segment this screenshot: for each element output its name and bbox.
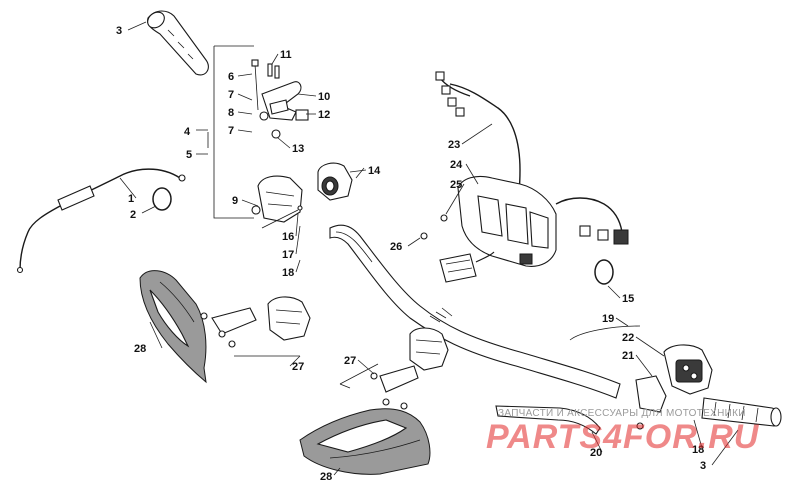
callout-26: 26 [390, 241, 402, 253]
knurl-marks [429, 307, 453, 323]
callout-19: 19 [602, 313, 614, 325]
callout-10: 10 [318, 91, 330, 103]
callout-labels: 3 1 2 4 5 6 7 8 7 11 10 12 13 14 9 16 17… [116, 25, 706, 483]
callout-27-left: 27 [292, 361, 304, 373]
callout-13: 13 [292, 143, 304, 155]
callout-15: 15 [622, 293, 634, 305]
throttle-cable [16, 168, 186, 274]
callout-1: 1 [128, 193, 134, 205]
callout-4: 4 [184, 126, 191, 138]
callout-17: 17 [282, 249, 294, 261]
callout-3-top: 3 [116, 25, 122, 37]
watermark: ЗАПЧАСТИ И АКСЕССУАРЫ ДЛЯ МОТОТЕХНИКИ PA… [486, 408, 760, 456]
brake-lever [495, 405, 644, 435]
throttle-housing [251, 175, 303, 229]
callout-6: 6 [228, 71, 234, 83]
switch-component-14 [317, 162, 353, 201]
snap-ring-15 [594, 259, 614, 285]
callout-7b: 7 [228, 125, 234, 137]
callout-11: 11 [280, 49, 292, 61]
callout-9: 9 [232, 195, 238, 207]
throttle-lever [251, 59, 309, 139]
callout-23: 23 [448, 139, 460, 151]
callout-14: 14 [368, 165, 381, 177]
callout-3-bottom: 3 [700, 460, 706, 472]
right-grip [701, 397, 782, 427]
left-grip [146, 10, 209, 76]
watermark-tagline: ЗАПЧАСТИ И АКСЕССУАРЫ ДЛЯ МОТОТЕХНИКИ [498, 408, 746, 419]
handlebar [329, 224, 621, 399]
callout-18-bottom: 18 [692, 444, 704, 456]
watermark-brand: PARTS4FOR.RU [486, 418, 760, 456]
callout-5: 5 [186, 149, 192, 161]
callout-24: 24 [450, 159, 463, 171]
callout-28-right: 28 [320, 471, 332, 483]
callout-28-left: 28 [134, 343, 146, 355]
leader-lines [119, 21, 739, 476]
callout-22: 22 [622, 332, 634, 344]
hand-guard-left [139, 270, 207, 384]
callout-7a: 7 [228, 89, 234, 101]
callout-12: 12 [318, 109, 330, 121]
mount-assembly-left [200, 296, 311, 357]
callout-25: 25 [450, 179, 462, 191]
control-housing [420, 175, 629, 283]
callout-18-top: 18 [282, 267, 294, 279]
callout-20: 20 [590, 447, 602, 459]
bracket-outline [207, 45, 254, 219]
callout-27-right: 27 [344, 355, 356, 367]
hand-guard-right [299, 408, 431, 475]
callout-8: 8 [228, 107, 234, 119]
snap-ring-2 [152, 187, 172, 211]
mount-assembly-right [339, 327, 449, 410]
callout-2: 2 [130, 209, 136, 221]
right-control [569, 325, 713, 413]
callout-16: 16 [282, 231, 294, 243]
callout-21: 21 [622, 350, 634, 362]
